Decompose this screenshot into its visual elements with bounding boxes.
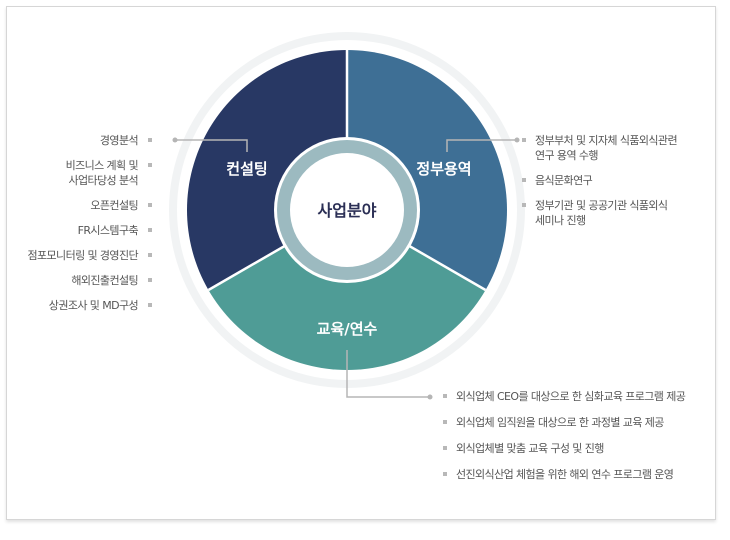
list-item: 외식업체별 맞춤 교육 구성 및 진행 <box>443 441 713 456</box>
education-connector-dot <box>427 394 433 400</box>
bullet-icon <box>148 138 152 142</box>
bullet-icon <box>522 203 526 207</box>
list-item: 외식업체 임직원을 대상으로 한 과정별 교육 제공 <box>443 415 713 430</box>
bullet-icon <box>522 138 526 142</box>
bullet-icon <box>443 446 447 450</box>
government-label: 정부용역 <box>416 160 471 178</box>
center-label: 사업분야 <box>318 201 377 220</box>
list-item: 점포모니터링 및 경영진단 <box>27 248 152 263</box>
list-item: 정부기관 및 공공기관 식품외식 세미나 진행 <box>522 198 712 228</box>
bullet-icon <box>148 278 152 282</box>
list-item: 정부부처 및 지자체 식품외식관련 연구 용역 수행 <box>522 133 712 163</box>
bullet-icon <box>443 472 447 476</box>
bullet-icon <box>148 303 152 307</box>
government-connector-dot <box>514 137 520 143</box>
consulting-items: 경영분석 비즈니스 계획 및 사업타당성 분석 오픈컨설팅 FR시스템구축 점포… <box>27 133 152 323</box>
list-item: 비즈니스 계획 및 사업타당성 분석 <box>27 158 152 188</box>
list-item: FR시스템구축 <box>27 223 152 238</box>
list-item: 음식문화연구 <box>522 173 712 188</box>
government-connector <box>446 139 517 152</box>
bullet-icon <box>443 394 447 398</box>
education-segment <box>208 210 486 370</box>
consulting-label: 컨설팅 <box>226 160 267 178</box>
bullet-icon <box>148 253 152 257</box>
list-item: 해외진출컨설팅 <box>27 273 152 288</box>
bullet-icon <box>148 163 152 167</box>
consulting-connector-dot <box>172 137 178 143</box>
bullet-icon <box>522 178 526 182</box>
list-item: 외식업체 CEO를 대상으로 한 심화교육 프로그램 제공 <box>443 389 713 404</box>
consulting-connector <box>175 139 248 152</box>
bullet-icon <box>443 420 447 424</box>
list-item: 상권조사 및 MD구성 <box>27 298 152 313</box>
bullet-icon <box>148 228 152 232</box>
list-item: 선진외식산업 체험을 위한 해외 연수 프로그램 운영 <box>443 467 713 482</box>
education-items: 외식업체 CEO를 대상으로 한 심화교육 프로그램 제공 외식업체 임직원을 … <box>443 389 713 493</box>
bullet-icon <box>148 203 152 207</box>
education-connector <box>346 350 430 398</box>
list-item: 오픈컨설팅 <box>27 198 152 213</box>
list-item: 경영분석 <box>27 133 152 148</box>
education-label: 교육/연수 <box>317 320 378 338</box>
government-items: 정부부처 및 지자체 식품외식관련 연구 용역 수행 음식문화연구 정부기관 및… <box>522 133 712 238</box>
center-disc <box>290 153 404 267</box>
